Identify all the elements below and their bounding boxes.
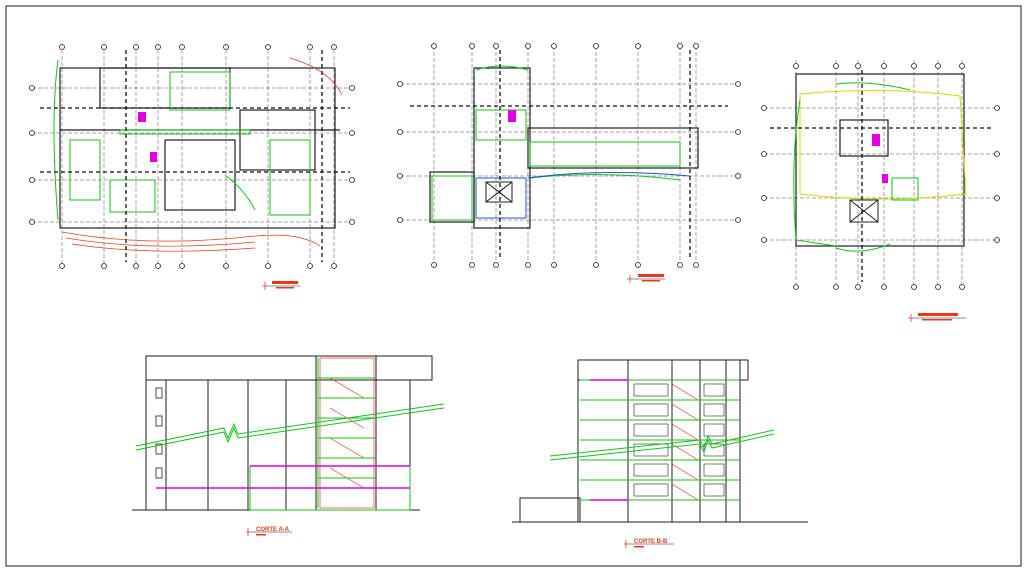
plan-3-yellow-slab: [799, 89, 967, 200]
section-a-a-windows: [155, 387, 163, 479]
section-a-a-label: CORTE A-A: [256, 527, 290, 533]
section-a-a-title-mark: CORTE A-A: [246, 527, 292, 536]
section-b-b-structure: [512, 359, 808, 523]
plan-1-magenta: [138, 112, 157, 162]
plan-1-title-mark: [262, 281, 300, 290]
floor-plan-3: [761, 60, 1000, 322]
plan-2-blue: [475, 171, 691, 219]
plan-3-outline: [795, 73, 965, 247]
plan-3-cut-lines: [770, 70, 994, 282]
plan-2-cut-lines: [410, 50, 728, 258]
section-a-a-break-line: [135, 403, 445, 451]
floor-plan-2: [397, 43, 741, 283]
plan-2-grid-bubbles: [397, 43, 741, 268]
section-b-b: CORTE B-B: [512, 359, 808, 548]
section-a-a-magenta-slabs: [156, 465, 410, 489]
plan-2-magenta: [508, 110, 516, 122]
section-b-b-label: CORTE B-B: [634, 539, 668, 545]
plan-3-grid: [764, 60, 998, 286]
plan-1-red-arcs: [61, 57, 343, 252]
plan-3-title-mark: [908, 313, 966, 322]
plan-3-magenta: [872, 134, 888, 183]
plan-2-title-mark: [627, 274, 665, 283]
section-b-b-magenta-slabs: [590, 379, 628, 501]
section-b-b-windows: [633, 383, 725, 497]
section-b-b-stair: [671, 383, 699, 501]
sheet-border: [5, 5, 1022, 567]
plan-3-elevator: [849, 199, 879, 223]
section-a-a-structure: [132, 355, 433, 511]
plan-2-elevator: [485, 181, 513, 203]
plan-3-green: [793, 82, 919, 252]
plan-2-walls: [429, 67, 699, 229]
plan-2-grid: [400, 46, 740, 264]
section-b-b-green-floors: [580, 379, 740, 501]
plan-1-walls: [59, 67, 340, 229]
plan-1-grid: [32, 44, 350, 264]
section-b-b-break-line: [549, 429, 775, 461]
plan-1-grid-bubbles: [29, 44, 355, 269]
section-a-a-green-floors: [249, 358, 411, 511]
section-a-a: CORTE A-A: [132, 355, 445, 536]
plan-2-green: [431, 65, 681, 221]
plan-3-grid-bubbles: [761, 63, 1000, 290]
floor-plan-1: [29, 44, 355, 290]
plan-1-green: [53, 59, 311, 221]
plan-1-cut-lines: [40, 50, 350, 262]
section-b-b-title-mark: CORTE B-B: [624, 539, 674, 548]
